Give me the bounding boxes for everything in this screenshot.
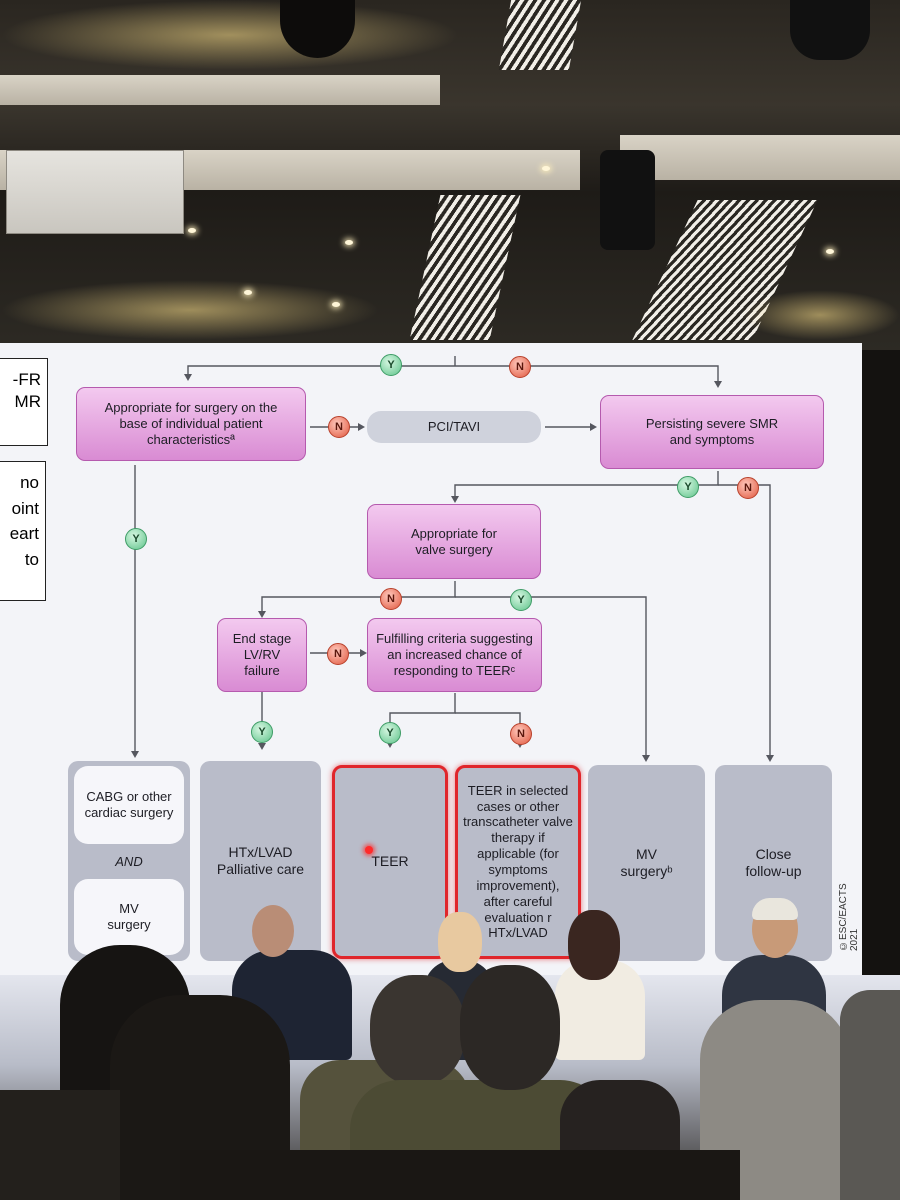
yes-marker: Y (251, 721, 273, 743)
and-label: AND (115, 854, 143, 870)
side-box-text: no (20, 473, 39, 492)
mv-surgery-label: MV surgery (74, 879, 184, 955)
stage-light-top (790, 0, 870, 60)
downlight (332, 302, 340, 307)
surgery-appropriate-node: Appropriate for surgery on the base of i… (76, 387, 306, 461)
turban (752, 898, 798, 920)
yes-marker: Y (379, 722, 401, 744)
no-marker: N (327, 643, 349, 665)
no-marker: N (737, 477, 759, 499)
copyright-label: ©ESC/EACTS 2021 (838, 883, 860, 951)
downlight (826, 249, 834, 254)
side-box-text: eart (9, 524, 39, 543)
side-box-text: to (24, 549, 39, 569)
flowchart-connectors (131, 356, 774, 762)
stage-light (600, 150, 655, 250)
downlight (188, 228, 196, 233)
audience-row (180, 1150, 740, 1200)
cabg-outcome-box: CABG or other cardiac surgery AND MV sur… (68, 761, 190, 961)
ceiling-vent-center (409, 195, 521, 340)
audience-member (0, 1090, 120, 1200)
ceiling (0, 0, 900, 350)
yes-marker: Y (380, 354, 402, 376)
no-marker: N (328, 416, 350, 438)
side-box-bottom: no oint eart to (0, 461, 46, 601)
cabg-label: CABG or other cardiac surgery (74, 766, 184, 844)
audience-member-head (370, 975, 465, 1085)
projector (6, 150, 184, 234)
teer-label: TEER (371, 853, 409, 870)
downlight (345, 240, 353, 245)
end-stage-node: End stage LV/RV failure (217, 618, 307, 692)
ceiling-panel-right (620, 135, 900, 180)
audience-member-head (460, 965, 560, 1090)
close-followup-outcome-box: Close follow-up (715, 765, 832, 961)
ceiling-panel (0, 75, 440, 105)
yes-marker: Y (677, 476, 699, 498)
ceiling-glow-right (740, 290, 900, 340)
side-box-text: oint (11, 498, 39, 518)
side-box-text: MR (14, 392, 41, 412)
no-marker: N (510, 723, 532, 745)
audience-member (840, 990, 900, 1200)
side-box-text: -FR (12, 370, 41, 389)
ceiling-vent (498, 0, 582, 70)
yes-marker: Y (125, 528, 147, 550)
no-marker: N (380, 588, 402, 610)
speaker (280, 0, 355, 58)
persisting-smr-node: Persisting severe SMR and symptoms (600, 395, 824, 469)
valve-surgery-node: Appropriate for valve surgery (367, 504, 541, 579)
yes-marker: Y (510, 589, 532, 611)
downlight (542, 166, 550, 171)
projection-screen: -FR MR no oint eart to Appropriate for s… (0, 343, 862, 983)
fulfilling-criteria-node: Fulfilling criteria suggesting an increa… (367, 618, 542, 692)
no-marker: N (509, 356, 531, 378)
teer-outcome-box: TEER (332, 765, 448, 959)
panelist-head (438, 912, 482, 972)
panelist-head (252, 905, 294, 957)
side-box-top: -FR MR (0, 358, 48, 446)
laser-pointer-dot (365, 846, 373, 854)
pci-tavi-node: PCI/TAVI (367, 411, 541, 443)
ceiling-glow-lower (0, 280, 380, 340)
ceiling-glow (0, 0, 460, 70)
panelist-head (568, 910, 620, 980)
downlight (244, 290, 252, 295)
